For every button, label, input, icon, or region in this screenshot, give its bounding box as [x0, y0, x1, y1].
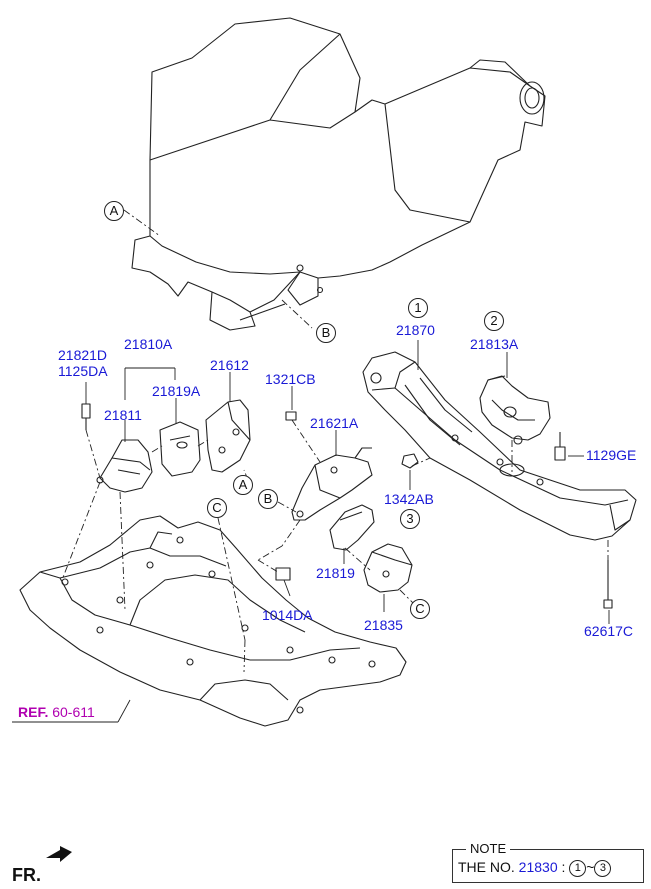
part-21835-label[interactable]: 21835: [364, 617, 403, 633]
transmission-mount: [479, 375, 551, 445]
reference-prefix: REF.: [18, 704, 49, 720]
subframe-outline: [19, 515, 407, 727]
part-21810a-label[interactable]: 21810A: [124, 336, 173, 352]
mount-21835: [363, 543, 413, 593]
part-1129ge-label[interactable]: 1129GE: [586, 447, 637, 463]
callout-3[interactable]: 3: [400, 509, 420, 529]
nut-1321cb: [285, 411, 297, 421]
leader-lines: [12, 340, 610, 723]
front-arrow-icon: [46, 846, 72, 862]
note-prefix: THE NO.: [458, 859, 515, 875]
bracket-21612: [205, 399, 251, 473]
nut-1342ab: [401, 453, 419, 469]
part-21813a-label[interactable]: 21813A: [470, 336, 519, 352]
engine-outline: [131, 17, 546, 331]
insulator-21819: [329, 504, 375, 551]
callout-a-engine[interactable]: A: [104, 201, 124, 221]
reference-link[interactable]: REF. 60-611: [18, 704, 95, 720]
dash-lines: [61, 209, 609, 673]
part-21811-label[interactable]: 21811: [104, 407, 142, 423]
callout-b-engine[interactable]: B: [316, 323, 336, 343]
bolt-62617c: [603, 560, 613, 609]
part-21819a-label[interactable]: 21819A: [152, 383, 201, 399]
note-range-start: 1: [569, 859, 587, 877]
insulator-21819a: [159, 421, 201, 477]
callout-2[interactable]: 2: [484, 311, 504, 331]
crossmember-outline: [362, 351, 637, 541]
part-62617c-label[interactable]: 62617C: [584, 623, 634, 639]
callout-a-bracket[interactable]: A: [233, 475, 253, 495]
part-21870-label[interactable]: 21870: [396, 322, 435, 338]
note-part-number[interactable]: 21830: [518, 859, 558, 875]
mount-21811: [96, 439, 153, 493]
part-21821d-label[interactable]: 21821D: [58, 347, 108, 363]
front-direction-label: FR.: [12, 865, 41, 885]
bracket-21621a: [291, 447, 373, 521]
part-21621a-label[interactable]: 21621A: [310, 415, 359, 431]
note-separator: :: [561, 859, 566, 875]
callout-1[interactable]: 1: [408, 298, 428, 318]
note-title: NOTE: [466, 841, 511, 856]
note-tilde: ~: [586, 859, 595, 875]
reference-code: 60-611: [52, 704, 95, 720]
bolt-1125da: [81, 403, 91, 430]
bolt-1129ge: [554, 432, 566, 461]
bolt-1014da: [275, 567, 291, 581]
callout-b-bracket[interactable]: B: [258, 489, 278, 509]
note-text: THE NO. 21830 : 1~3: [458, 859, 612, 877]
part-1014da-label[interactable]: 1014DA: [262, 607, 313, 623]
part-1342ab-label[interactable]: 1342AB: [384, 491, 434, 507]
note-range-end: 3: [594, 859, 612, 877]
part-21819-label[interactable]: 21819: [316, 565, 355, 581]
part-1125da-label[interactable]: 1125DA: [58, 363, 108, 379]
part-21612-label[interactable]: 21612: [210, 357, 249, 373]
part-1321cb-label[interactable]: 1321CB: [265, 371, 316, 387]
callout-c-mount[interactable]: C: [410, 599, 430, 619]
callout-c-subframe[interactable]: C: [207, 498, 227, 518]
